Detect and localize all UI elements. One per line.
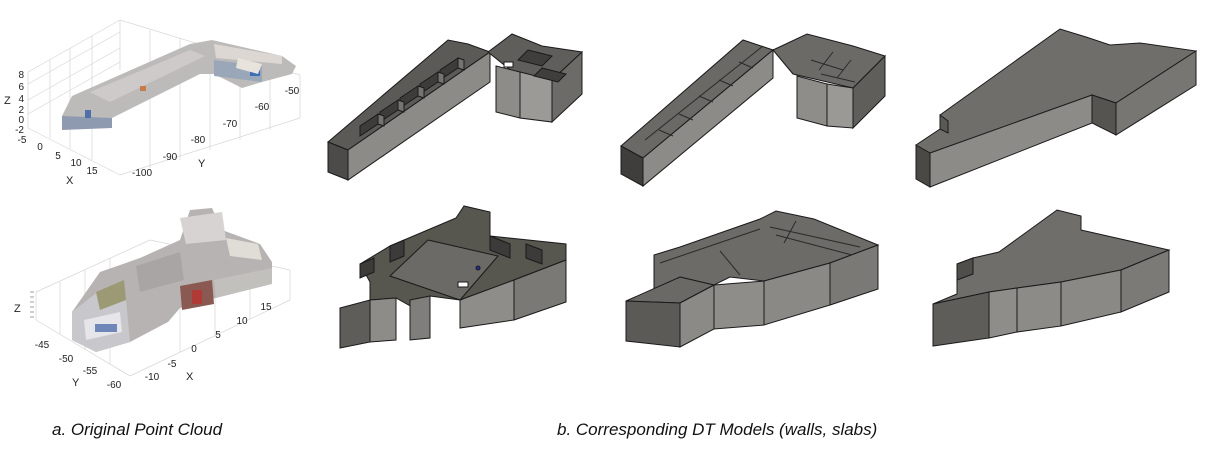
y-tick: -50	[59, 354, 74, 365]
z-tick: 2	[18, 105, 24, 116]
x-ticks: -10 -5 0 5 10 15	[145, 302, 272, 383]
x-tick: -5	[18, 135, 27, 146]
z-tick: 8	[18, 70, 24, 81]
y-tick: -45	[35, 340, 50, 351]
y-tick: -60	[107, 380, 122, 391]
z-tick: 6	[18, 82, 24, 93]
x-tick: 5	[55, 151, 61, 162]
z-tick: -2	[15, 125, 24, 136]
point-cloud-plot-bottom: Z -45 -50 -55 -60 Y -10 -5 0 5 10 15 X	[0, 200, 310, 400]
y-ticks: -45 -50 -55 -60	[35, 340, 122, 391]
y-tick: -80	[191, 135, 206, 146]
dt-model-slabs-top	[615, 30, 895, 190]
caption-dt-models: b. Corresponding DT Models (walls, slabs…	[557, 420, 878, 439]
caption-original-point-cloud: a. Original Point Cloud	[52, 420, 223, 439]
x-tick: 10	[236, 316, 248, 327]
y-axis-label: Y	[72, 377, 80, 389]
x-tick: 10	[70, 158, 82, 169]
x-axis-label: X	[186, 371, 194, 383]
x-tick: 5	[215, 330, 221, 341]
z-axis-label: Z	[14, 303, 21, 315]
y-tick: -70	[223, 119, 238, 130]
point-cloud-plot-top: Z 8 6 4 2 0 -2 -5 0 5 10 15 X -100 -90 -…	[0, 0, 310, 195]
y-tick: -90	[163, 152, 178, 163]
x-tick: 0	[191, 344, 197, 355]
x-tick: 15	[260, 302, 272, 313]
y-axis-label: Y	[198, 158, 206, 170]
x-axis-label: X	[66, 175, 74, 187]
x-ticks: -5 0 5 10 15	[18, 135, 98, 177]
x-tick: 15	[86, 166, 98, 177]
x-tick: -5	[168, 359, 177, 370]
dt-model-slabs-bottom	[620, 205, 890, 365]
dt-model-walls-top	[320, 30, 600, 190]
dt-model-walls-bottom	[330, 200, 590, 360]
point-cloud-scan	[72, 208, 272, 352]
z-axis-label: Z	[4, 95, 11, 107]
point-cloud-scan	[62, 40, 296, 130]
x-tick: -10	[145, 372, 160, 383]
z-ticks: 8 6 4 2 0 -2	[15, 70, 24, 136]
y-tick: -50	[285, 86, 300, 97]
x-tick: 0	[37, 142, 43, 153]
z-tick: 4	[18, 94, 24, 105]
y-ticks: -100 -90 -80 -70 -60 -50	[132, 86, 300, 179]
z-tick: 0	[18, 115, 24, 126]
y-tick: -55	[83, 366, 98, 377]
y-tick: -100	[132, 168, 152, 179]
y-tick: -60	[255, 102, 270, 113]
dt-model-combined-top	[910, 25, 1210, 195]
dt-model-combined-bottom	[925, 200, 1185, 360]
